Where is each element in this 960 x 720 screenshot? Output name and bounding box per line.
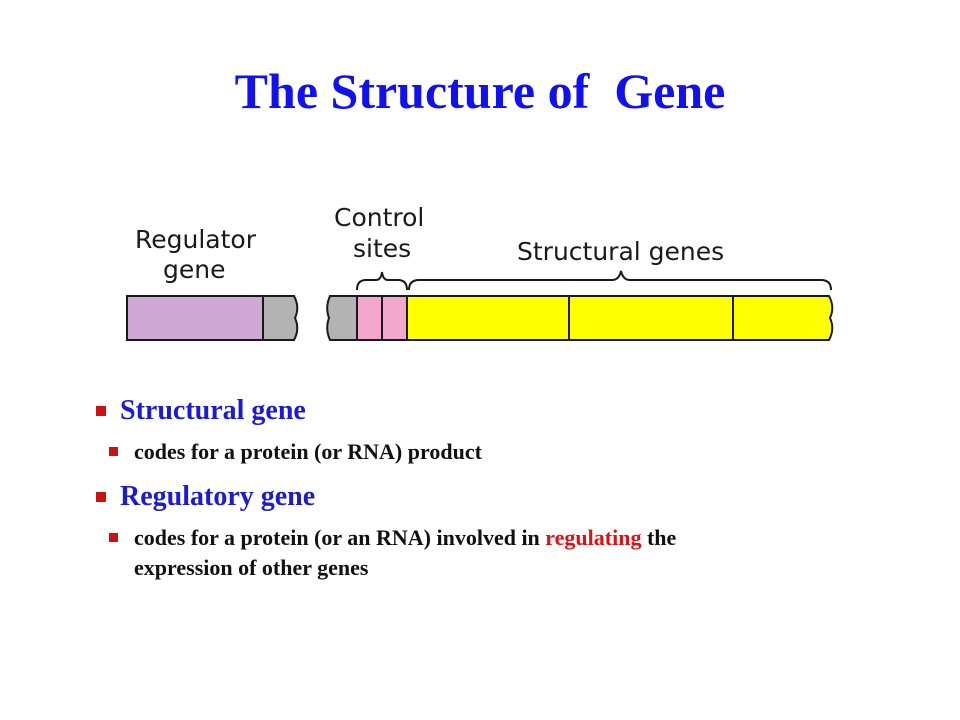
control-spacer-block [326, 295, 358, 341]
regulator-gene-block [126, 295, 264, 341]
bullet-marker [96, 492, 106, 502]
sub-bullet: codes for a protein (or RNA) product [93, 437, 754, 467]
sub-bullet-text-suffix: the expression of other genes [134, 525, 677, 580]
bullet-list: Structural gene codes for a protein (or … [93, 393, 754, 595]
sub-bullet-text-prefix: codes for a protein (or an RNA) involved… [134, 525, 546, 550]
regulator-label-line1: Regulator [135, 225, 257, 254]
bullet-heading: Regulatory gene [120, 481, 316, 512]
regulator-spacer-block [262, 295, 299, 341]
bullet-heading: Structural gene [120, 395, 306, 426]
structural-label: Structural genes [517, 237, 724, 266]
bullet-structural-gene: Structural gene codes for a protein (or … [93, 393, 754, 467]
structural-genes-brace [408, 270, 832, 291]
control-label-line2: sites [353, 234, 411, 263]
highlighted-word: regulating [545, 525, 642, 550]
structural-gene-3 [732, 295, 834, 341]
bullet-marker [96, 406, 106, 416]
bullet-marker [109, 533, 118, 542]
regulator-label-line2: gene [163, 255, 225, 284]
sub-bullet-text: codes for a protein (or RNA) product [134, 439, 482, 464]
gene-structure-diagram: Regulator gene Control sites Structural … [126, 203, 834, 341]
bullet-marker [109, 447, 118, 456]
structural-gene-1 [406, 295, 570, 341]
control-sites-brace [356, 271, 408, 291]
bullet-regulatory-gene: Regulatory gene codes for a protein (or … [93, 479, 754, 583]
control-label-line1: Control [334, 203, 424, 232]
page-title: The Structure of Gene [234, 63, 726, 119]
sub-bullet: codes for a protein (or an RNA) involved… [93, 523, 754, 583]
control-site-1 [356, 295, 383, 341]
structural-gene-2 [568, 295, 734, 341]
control-site-2 [381, 295, 408, 341]
